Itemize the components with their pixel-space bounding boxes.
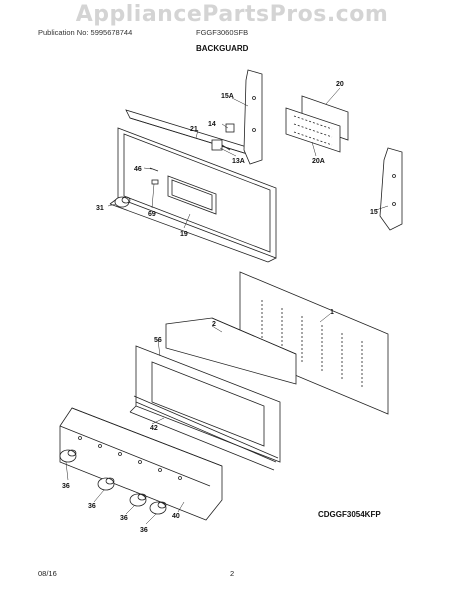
footer-date: 08/16 [38,569,57,578]
callout-36: 36 [62,483,70,490]
knob-31 [114,196,131,208]
callout-20: 20 [336,81,344,88]
mounting-frame-56 [129,345,281,471]
side-bracket-left [243,69,263,165]
callout-21: 21 [190,126,198,133]
callout-13a: 13A [232,158,245,165]
publication-number: Publication No: 5995678744 [38,28,133,37]
callout-56: 56 [154,337,162,344]
burner-knobs [59,449,167,515]
diagram-code: CDGGF3054KFP [318,510,381,519]
callout-46: 46 [134,166,142,173]
leader-lines [65,87,389,525]
callout-1: 1 [330,309,334,316]
callout-20a: 20A [312,158,325,165]
rear-panel [239,271,389,415]
callout-36: 36 [140,527,148,534]
callout-19: 19 [180,231,188,238]
watermark: AppliancePartsPros.com [75,2,389,27]
callout-36: 36 [120,515,128,522]
side-bracket-right [379,147,403,231]
callout-69: 69 [148,211,156,218]
callout-36: 36 [88,503,96,510]
callout-31: 31 [96,205,104,212]
callout-40: 40 [172,513,180,520]
page-number: 2 [230,569,235,578]
callout-15a: 15A [221,93,234,100]
callout-2: 2 [212,321,216,328]
section-title: BACKGUARD [196,44,249,53]
control-board [285,95,349,153]
callout-15: 15 [370,209,378,216]
switch-parts [211,123,235,151]
callout-14: 14 [208,121,216,128]
callout-labels: 20 15A 14 21 13A 20A 46 31 69 19 15 1 2 … [62,81,378,534]
small-parts-46-69 [149,167,159,185]
manifold-rail-42 [133,395,279,463]
model-number: FGGF3060SFB [196,28,249,37]
manifold-panel-2 [165,317,297,385]
control-shroud-40 [59,407,223,521]
callout-42: 42 [150,425,158,432]
